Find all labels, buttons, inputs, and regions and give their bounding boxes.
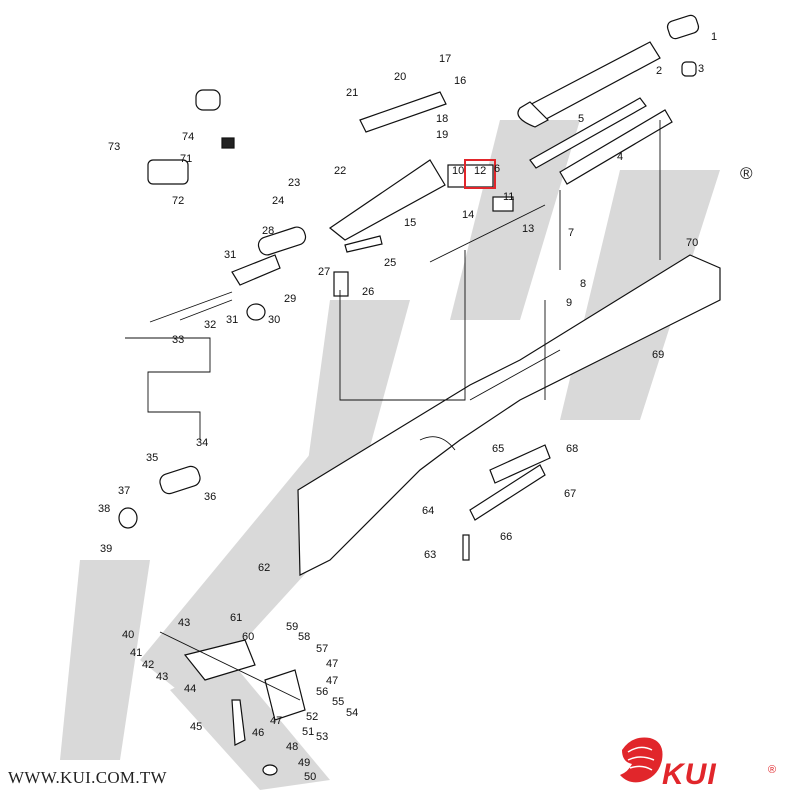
part-label: 31: [226, 314, 238, 326]
part-label: 3: [698, 63, 704, 75]
part-label: 38: [98, 503, 110, 515]
part-label: 9: [566, 297, 572, 309]
part-label: 52: [306, 711, 318, 723]
part-label: 57: [316, 643, 328, 655]
part-label: 69: [652, 349, 664, 361]
bolt-assembly: [118, 89, 307, 529]
part-label: 48: [286, 741, 298, 753]
part-label: 13: [522, 223, 534, 235]
lion-icon: [620, 737, 663, 783]
part-label: 70: [686, 237, 698, 249]
part-label: 26: [362, 286, 374, 298]
part-label: 59: [286, 621, 298, 633]
part-label: 66: [500, 531, 512, 543]
part-label: 64: [422, 505, 434, 517]
part-label: 32: [204, 319, 216, 331]
part-label: 58: [298, 631, 310, 643]
part-label: 72: [172, 195, 184, 207]
part-label: 47: [270, 715, 282, 727]
part-label: 22: [334, 165, 346, 177]
part-label: 41: [130, 647, 142, 659]
part-label: 12: [474, 165, 486, 177]
part-label: 30: [268, 314, 280, 326]
part-label: 47: [326, 658, 338, 670]
part-label: 15: [404, 217, 416, 229]
part-label: 10: [452, 165, 464, 177]
part-label: 8: [580, 278, 586, 290]
part-label: 34: [196, 437, 208, 449]
part-label: 45: [190, 721, 202, 733]
leader-lines: [339, 120, 661, 401]
part-label: 23: [288, 177, 300, 189]
part-label: 37: [118, 485, 130, 497]
part-label: 6: [494, 163, 500, 175]
part-label: 67: [564, 488, 576, 500]
part-label: 42: [142, 659, 154, 671]
part-label: 51: [302, 726, 314, 738]
part-label: 25: [384, 257, 396, 269]
part-label: 43: [178, 617, 190, 629]
highlight-box: [464, 159, 496, 189]
part-label: 40: [122, 629, 134, 641]
part-label: 62: [258, 562, 270, 574]
part-label: 43: [156, 671, 168, 683]
part-label: 31: [224, 249, 236, 261]
part-label: 47: [326, 675, 338, 687]
part-label: 60: [242, 631, 254, 643]
part-label: 54: [346, 707, 358, 719]
part-label: 65: [492, 443, 504, 455]
part-label: 21: [346, 87, 358, 99]
part-label: 14: [462, 209, 474, 221]
receiver-assembly: [328, 91, 514, 297]
part-label: 35: [146, 452, 158, 464]
part-label: 4: [617, 151, 623, 163]
part-label: 2: [656, 65, 662, 77]
part-label: 53: [316, 731, 328, 743]
registered-mark: ®: [740, 164, 753, 183]
part-label: 50: [304, 771, 316, 783]
part-labels: 1 2 3 4 5 6 7 8 9 10 11 12 13 14 15 16 1…: [98, 31, 717, 783]
part-label: 33: [172, 334, 184, 346]
part-label: 29: [284, 293, 296, 305]
part-label: 5: [578, 113, 584, 125]
part-label: 74: [182, 131, 194, 143]
part-label: 7: [568, 227, 574, 239]
part-label: 17: [439, 53, 451, 65]
trigger-guard: [462, 444, 551, 561]
part-label: 20: [394, 71, 406, 83]
trigger-group: [159, 631, 306, 776]
part-label: 16: [454, 75, 466, 87]
part-label: 24: [272, 195, 284, 207]
part-label: 73: [108, 141, 120, 153]
part-label: 44: [184, 683, 196, 695]
part-label: 36: [204, 491, 216, 503]
part-label: 27: [318, 266, 330, 278]
part-label: 18: [436, 113, 448, 125]
part-label: 56: [316, 686, 328, 698]
barrel-assembly: [517, 14, 700, 185]
part-label: 68: [566, 443, 578, 455]
part-label: 1: [711, 31, 717, 43]
part-label: 28: [262, 225, 274, 237]
part-label: 39: [100, 543, 112, 555]
site-url: WWW.KUI.COM.TW: [8, 768, 167, 787]
brand-name: KUI: [662, 758, 717, 791]
part-label: 19: [436, 129, 448, 141]
part-label: 11: [503, 191, 514, 203]
brand-registered-mark: ®: [768, 764, 777, 776]
part-label: 55: [332, 696, 344, 708]
part-label: 49: [298, 757, 310, 769]
part-label: 61: [230, 612, 242, 624]
part-label: 46: [252, 727, 264, 739]
part-label: 71: [180, 153, 192, 165]
part-label: 63: [424, 549, 436, 561]
